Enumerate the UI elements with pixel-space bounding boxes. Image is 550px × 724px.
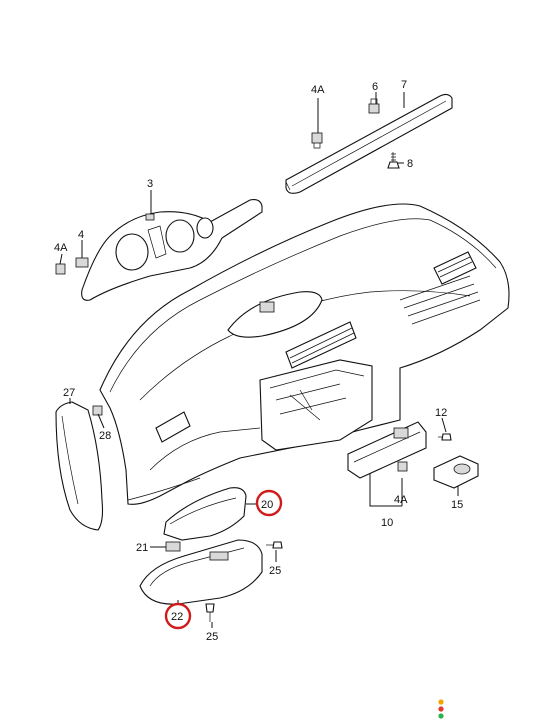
callout-22: 22: [171, 611, 183, 623]
part-4-clip: [75, 257, 89, 268]
callout-10: 10: [381, 517, 393, 529]
callout-12: 12: [435, 407, 447, 419]
callout-20: 20: [261, 499, 273, 511]
indicator-dot-green: [438, 713, 444, 719]
callout-25-right: 25: [269, 565, 281, 577]
highlight-markers: [164, 489, 283, 630]
callout-8: 8: [407, 158, 413, 170]
callout-7: 7: [401, 79, 407, 91]
callout-4a-bottom: 4A: [394, 494, 408, 506]
indicator-dot-red: [438, 706, 444, 712]
callout-21: 21: [136, 542, 148, 554]
part-8-screw: [387, 152, 400, 169]
leader-lines: [59, 92, 459, 628]
part-12-screw: [438, 433, 452, 441]
callout-15: 15: [451, 499, 463, 511]
part-7-trim-strip: [285, 93, 453, 194]
indicator-dot-orange: [438, 699, 444, 705]
highlight-circle-20: [255, 489, 283, 517]
dashboard-panel: [99, 203, 510, 505]
part-20-upper-column-cover: [163, 487, 247, 541]
status-indicator-dots: [438, 699, 444, 719]
callout-4a-left: 4A: [54, 242, 68, 254]
part-25-screw-bottom: [205, 603, 215, 622]
callout-6: 6: [372, 81, 378, 93]
part-21-clip: [165, 541, 181, 552]
part-4a-clip-left: [55, 263, 66, 275]
part-27-side-cover: [55, 401, 104, 531]
callout-28: 28: [99, 430, 111, 442]
callout-4: 4: [78, 229, 84, 241]
part-25-screw-right: [266, 541, 283, 549]
part-3-cluster-trim: [81, 199, 263, 301]
callout-27: 27: [63, 387, 75, 399]
part-6-clip: [368, 98, 380, 114]
callout-4a-top: 4A: [311, 84, 325, 96]
highlight-circle-22: [164, 602, 192, 630]
part-10-switch-module: [347, 421, 427, 479]
callout-25-bottom: 25: [206, 631, 218, 643]
part-28-clip: [92, 405, 103, 416]
callout-labels: 4A 6 7 8 3 4A 4 27 28 12 10 4A 15 20 21 …: [54, 79, 463, 643]
part-15-connector: [433, 455, 479, 489]
part-4a-clip-top: [311, 132, 323, 149]
part-22-lower-column-cover: [139, 539, 263, 605]
callout-3: 3: [147, 178, 153, 190]
